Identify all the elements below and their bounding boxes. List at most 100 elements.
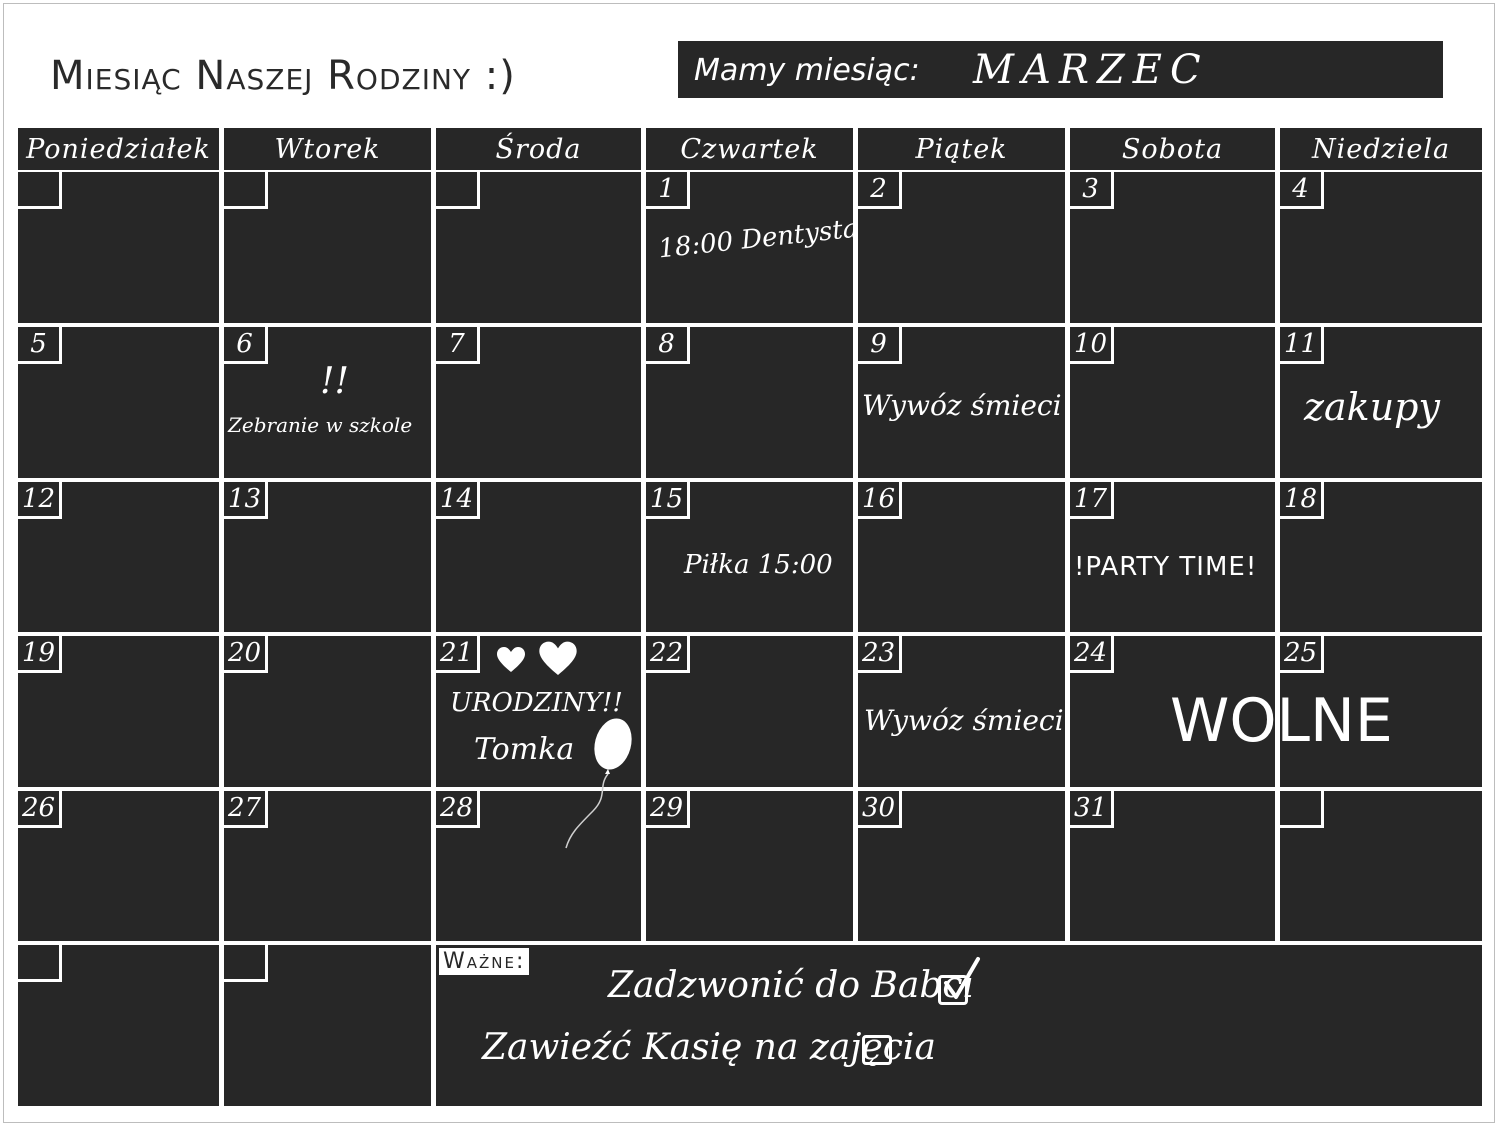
note-football: Piłka 15:00 bbox=[684, 550, 833, 580]
day-number bbox=[18, 172, 62, 209]
day-cell[interactable]: 10 bbox=[1070, 327, 1275, 478]
day-number bbox=[224, 945, 268, 982]
day-number: 23 bbox=[858, 636, 902, 673]
day-cell[interactable]: 7 bbox=[436, 327, 641, 478]
note-school-meeting: Zebranie w szkole bbox=[228, 413, 413, 437]
day-number: 17 bbox=[1070, 482, 1114, 519]
day-cell[interactable] bbox=[18, 945, 219, 1106]
weekday-sunday: Niedziela bbox=[1280, 128, 1482, 170]
heart-icon bbox=[497, 647, 525, 672]
day-cell[interactable]: 25 bbox=[1280, 636, 1482, 787]
day-number: 27 bbox=[224, 791, 268, 828]
todo-checkbox[interactable] bbox=[862, 1035, 892, 1065]
note-shopping: zakupy bbox=[1304, 385, 1440, 429]
day-number: 26 bbox=[18, 791, 62, 828]
day-number: 29 bbox=[646, 791, 690, 828]
day-number: 9 bbox=[858, 327, 902, 364]
day-number: 15 bbox=[646, 482, 690, 519]
day-cell[interactable]: 5 bbox=[18, 327, 219, 478]
day-cell[interactable]: 23 Wywóz śmieci bbox=[858, 636, 1065, 787]
day-number: 6 bbox=[224, 327, 268, 364]
day-number: 12 bbox=[18, 482, 62, 519]
page-title: Miesiąc Naszej Rodziny :) bbox=[50, 53, 516, 99]
day-cell[interactable]: 27 bbox=[224, 791, 431, 941]
day-number: 31 bbox=[1070, 791, 1114, 828]
note-trash: Wywóz śmieci bbox=[864, 704, 1064, 737]
day-number: 14 bbox=[436, 482, 480, 519]
weekday-saturday: Sobota bbox=[1070, 128, 1275, 170]
day-number: 2 bbox=[858, 172, 902, 209]
month-label: Mamy miesiąc: bbox=[694, 53, 920, 88]
day-number: 8 bbox=[646, 327, 690, 364]
day-number: 13 bbox=[224, 482, 268, 519]
day-cell[interactable]: 12 bbox=[18, 482, 219, 632]
day-cell[interactable]: 24 bbox=[1070, 636, 1275, 787]
note-birthday-title: URODZINY!! bbox=[450, 688, 623, 718]
day-number: 7 bbox=[436, 327, 480, 364]
day-cell[interactable]: 8 bbox=[646, 327, 853, 478]
important-label: Ważne: bbox=[439, 948, 530, 975]
day-cell[interactable] bbox=[18, 172, 219, 323]
important-panel: Ważne: Zadzwonić do Babci Zawieźć Kasię … bbox=[436, 945, 1482, 1106]
day-cell[interactable] bbox=[1280, 791, 1482, 941]
day-cell[interactable] bbox=[224, 945, 431, 1106]
weekday-monday: Poniedziałek bbox=[18, 128, 219, 170]
day-number: 20 bbox=[224, 636, 268, 673]
todo-checkbox-checked[interactable] bbox=[938, 975, 968, 1005]
day-number: 18 bbox=[1280, 482, 1324, 519]
day-cell[interactable]: 1 18:00 Dentysta bbox=[646, 172, 860, 323]
day-cell[interactable]: 16 bbox=[858, 482, 1065, 632]
checkmark-icon bbox=[944, 957, 980, 999]
day-number: 22 bbox=[646, 636, 690, 673]
note-trash: Wywóz śmieci bbox=[862, 389, 1062, 422]
day-cell[interactable]: 14 bbox=[436, 482, 641, 632]
day-number: 1 bbox=[646, 172, 690, 209]
day-cell[interactable]: 26 bbox=[18, 791, 219, 941]
day-number: 3 bbox=[1070, 172, 1114, 209]
day-cell[interactable]: 31 bbox=[1070, 791, 1275, 941]
day-cell[interactable]: 2 bbox=[858, 172, 1065, 323]
day-number: 19 bbox=[18, 636, 62, 673]
day-number bbox=[1280, 791, 1324, 828]
day-number: 24 bbox=[1070, 636, 1114, 673]
day-cell[interactable]: 11 zakupy bbox=[1280, 327, 1482, 478]
day-number: 25 bbox=[1280, 636, 1324, 673]
day-number bbox=[18, 945, 62, 982]
heart-icon bbox=[539, 641, 577, 675]
day-cell[interactable]: 28 bbox=[436, 791, 641, 941]
day-number: 21 bbox=[436, 636, 480, 673]
day-cell[interactable]: 6 !! Zebranie w szkole bbox=[224, 327, 431, 478]
day-cell[interactable]: 22 bbox=[646, 636, 853, 787]
day-cell[interactable]: 15 Piłka 15:00 bbox=[646, 482, 853, 632]
note-birthday-name: Tomka bbox=[474, 732, 575, 767]
day-number: 11 bbox=[1280, 327, 1324, 364]
todo-item-text: Zadzwonić do Babci bbox=[608, 965, 975, 1006]
todo-item-text: Zawieźć Kasię na zajęcia bbox=[482, 1027, 936, 1068]
day-cell[interactable]: 13 bbox=[224, 482, 431, 632]
page-frame bbox=[3, 3, 1495, 1123]
day-cell[interactable]: 18 bbox=[1280, 482, 1482, 632]
day-cell[interactable]: 17 !PARTY TIME! bbox=[1070, 482, 1275, 632]
day-number bbox=[224, 172, 268, 209]
day-cell[interactable]: 9 Wywóz śmieci bbox=[858, 327, 1065, 478]
day-cell[interactable] bbox=[224, 172, 431, 323]
day-cell[interactable]: 3 bbox=[1070, 172, 1275, 323]
day-cell[interactable] bbox=[436, 172, 641, 323]
note-dentist: 18:00 Dentysta bbox=[656, 213, 860, 265]
weekday-wednesday: Środa bbox=[436, 128, 641, 170]
weekday-tuesday: Wtorek bbox=[224, 128, 431, 170]
month-value: MARZEC bbox=[973, 47, 1209, 93]
day-number: 30 bbox=[858, 791, 902, 828]
note-day-off: WOLNE bbox=[1170, 686, 1393, 756]
weekday-thursday: Czwartek bbox=[646, 128, 853, 170]
note-exclamation: !! bbox=[320, 361, 349, 402]
day-number bbox=[436, 172, 480, 209]
month-bar: Mamy miesiąc: MARZEC bbox=[678, 41, 1443, 98]
day-cell[interactable]: 19 bbox=[18, 636, 219, 787]
day-number: 5 bbox=[18, 327, 62, 364]
day-cell[interactable]: 20 bbox=[224, 636, 431, 787]
day-cell[interactable]: 29 bbox=[646, 791, 853, 941]
day-cell[interactable]: 30 bbox=[858, 791, 1065, 941]
day-number: 28 bbox=[436, 791, 480, 828]
day-cell[interactable]: 4 bbox=[1280, 172, 1482, 323]
